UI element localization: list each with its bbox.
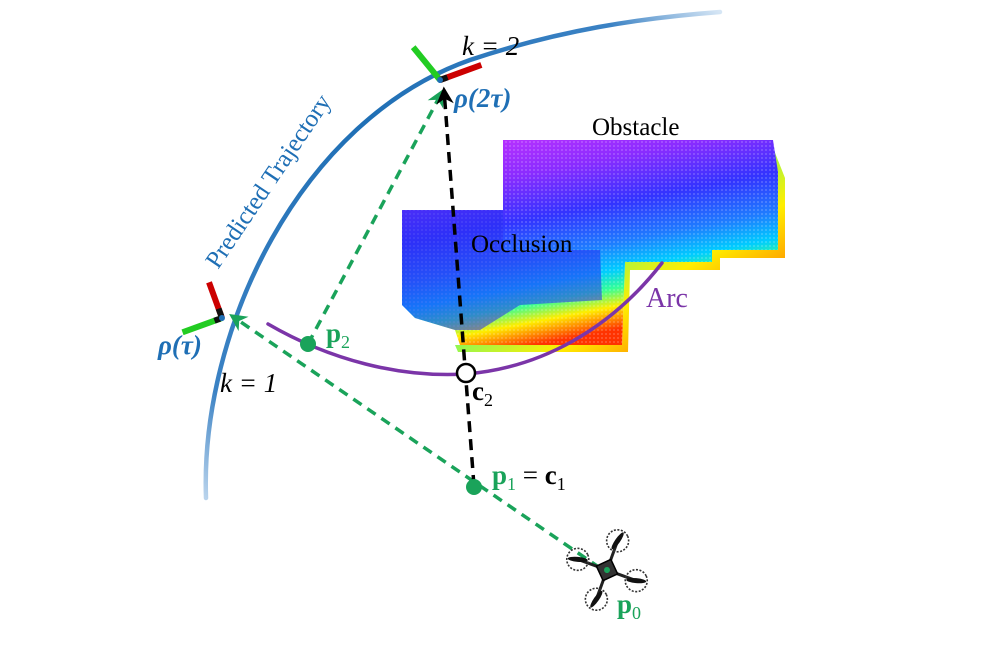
coordinate-frame-icon (410, 45, 483, 83)
point-p1 (466, 479, 482, 495)
predicted-trajectory-curve (203, 9, 723, 501)
occlusion-region (402, 210, 602, 330)
p2-label: p2 (326, 318, 350, 352)
rho-2tau-label: ρ(2τ) (453, 83, 511, 113)
vector-p2-to-rho-2tau (306, 88, 444, 345)
point-c2 (455, 362, 477, 384)
p0-label: p0 (617, 589, 641, 623)
k2-label: k = 2 (462, 31, 519, 61)
quadrotor-icon (565, 528, 649, 612)
vector-p0-to-rho-tau (229, 314, 601, 570)
rho-tau-label: ρ(τ) (157, 330, 202, 360)
occlusion-label: Occlusion (471, 231, 573, 258)
obstacle (402, 140, 785, 352)
vector-c1-to-rho-2tau (436, 86, 476, 487)
obstacle-label: Obstacle (592, 114, 679, 141)
k1-label: k = 1 (220, 368, 277, 398)
point-p2 (300, 336, 316, 352)
coordinate-frame-icon (181, 281, 225, 336)
arc-label: Arc (646, 283, 688, 314)
p1-equals-c1-label: p1 = c1 (492, 460, 566, 494)
c2-label: c2 (472, 376, 493, 410)
